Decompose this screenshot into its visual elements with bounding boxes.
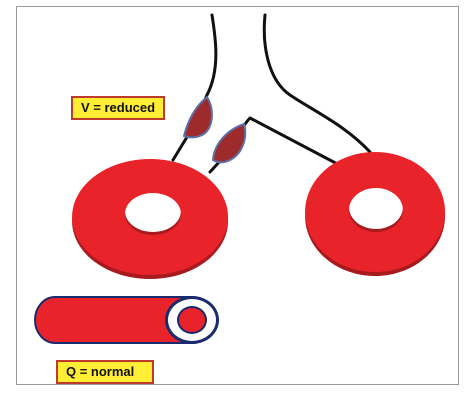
- ventilation-label: V = reduced: [71, 96, 165, 120]
- right-alveolus: [305, 152, 445, 276]
- trachea-right-wall: [264, 15, 370, 152]
- airway-obstructions: [184, 97, 245, 162]
- blood-vessel: [35, 296, 219, 344]
- perfusion-label: Q = normal: [56, 360, 154, 384]
- vessel-lumen: [179, 308, 205, 332]
- left-alveolus: [72, 159, 228, 279]
- trachea-left-wall: [173, 15, 216, 160]
- airway-tree: [173, 15, 370, 172]
- left-alveolus-ring: [72, 159, 228, 275]
- right-alveolus-ring: [305, 152, 445, 272]
- mucus-plug-upper: [184, 97, 212, 137]
- mucus-plug-lower: [213, 124, 245, 162]
